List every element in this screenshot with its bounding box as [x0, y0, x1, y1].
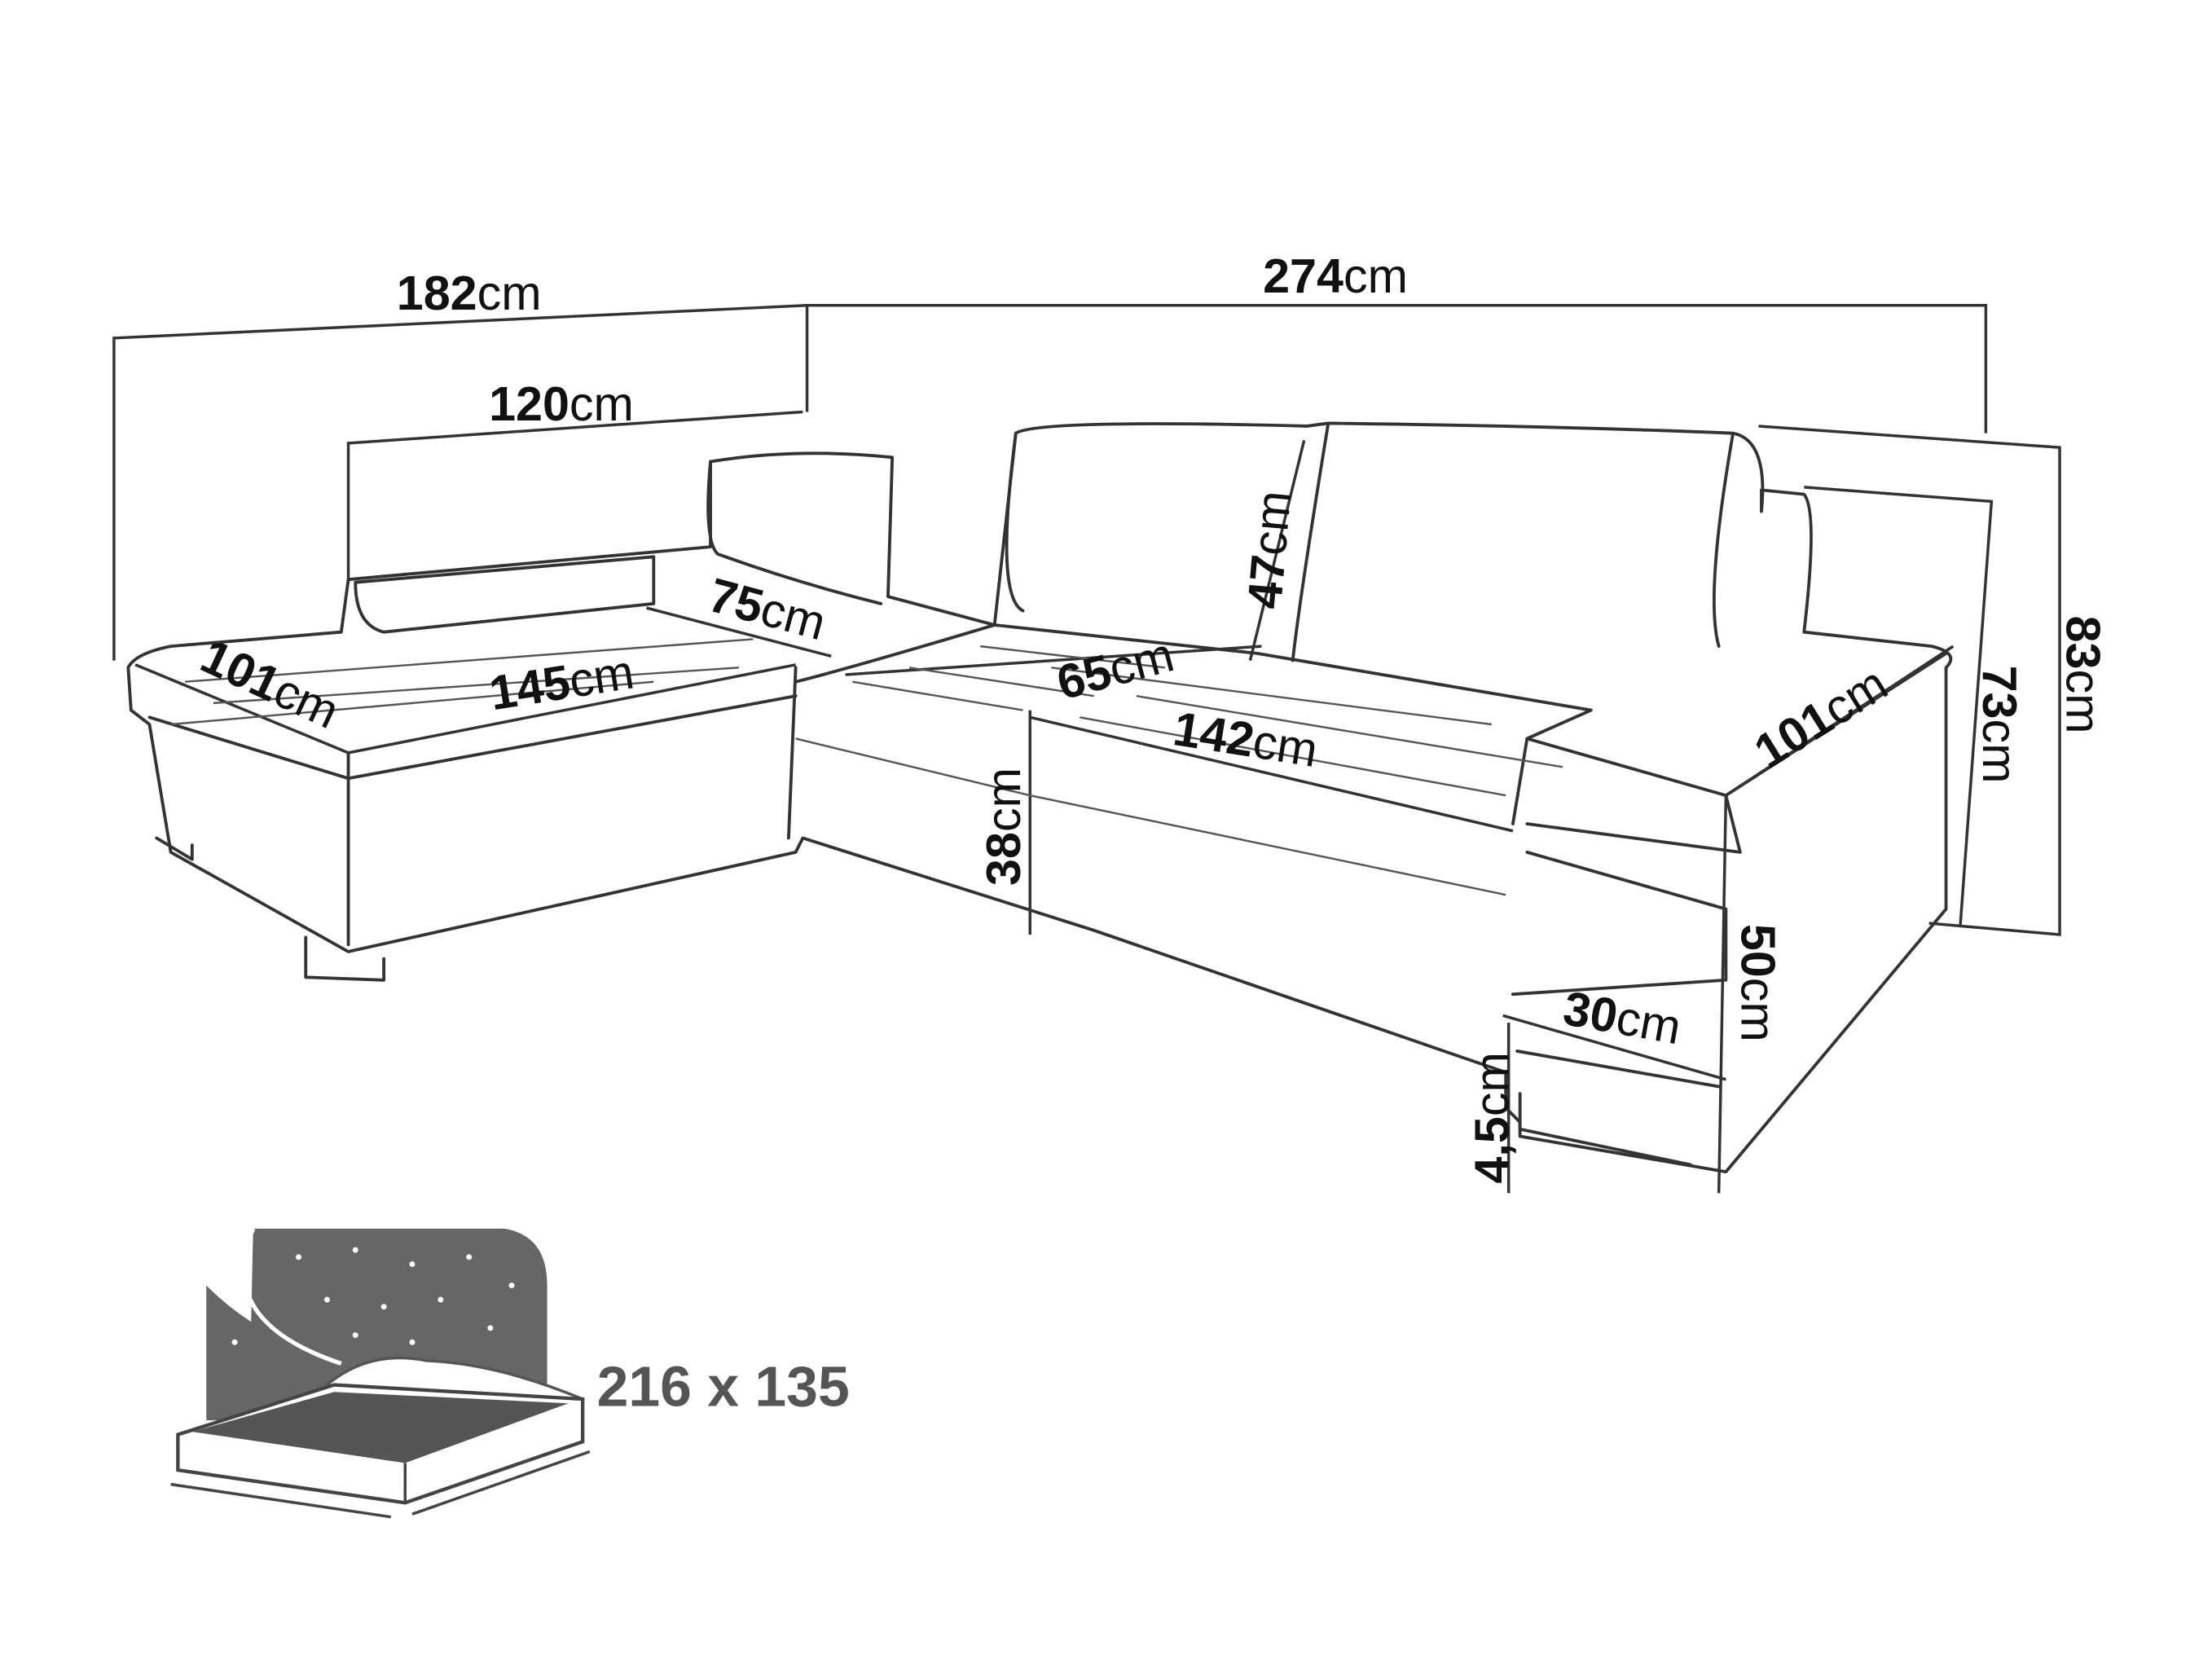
dim-145: 145cm: [486, 644, 637, 720]
sofa-drawing: [126, 421, 1953, 1174]
dim-274: 274cm: [1263, 249, 1408, 303]
dim-120: 120cm: [489, 376, 634, 431]
dim-38: 38cm: [976, 768, 1031, 886]
dim-4-5: 4,5cm: [1465, 1052, 1519, 1183]
dim-50: 50cm: [1731, 924, 1786, 1042]
dim-101-right: 101cm: [1745, 656, 1897, 779]
dimension-lines: [112, 304, 2061, 1194]
bed-size-label: 216 x 135: [597, 1355, 850, 1419]
dim-142: 142cm: [1170, 701, 1321, 777]
dim-30: 30cm: [1559, 980, 1685, 1054]
dim-101-left: 101cm: [193, 628, 347, 739]
dim-83: 83cm: [2056, 616, 2111, 734]
dimension-labels: 182cm 274cm 120cm 75cm 47cm 101cm 145cm …: [193, 249, 2111, 1183]
dim-182: 182cm: [397, 266, 542, 320]
bed-icon: [170, 1227, 591, 1519]
dim-47: 47cm: [1237, 488, 1301, 610]
dim-73: 73cm: [1972, 666, 2027, 784]
dim-65: 65cm: [1051, 627, 1179, 710]
dim-75: 75cm: [703, 567, 831, 650]
